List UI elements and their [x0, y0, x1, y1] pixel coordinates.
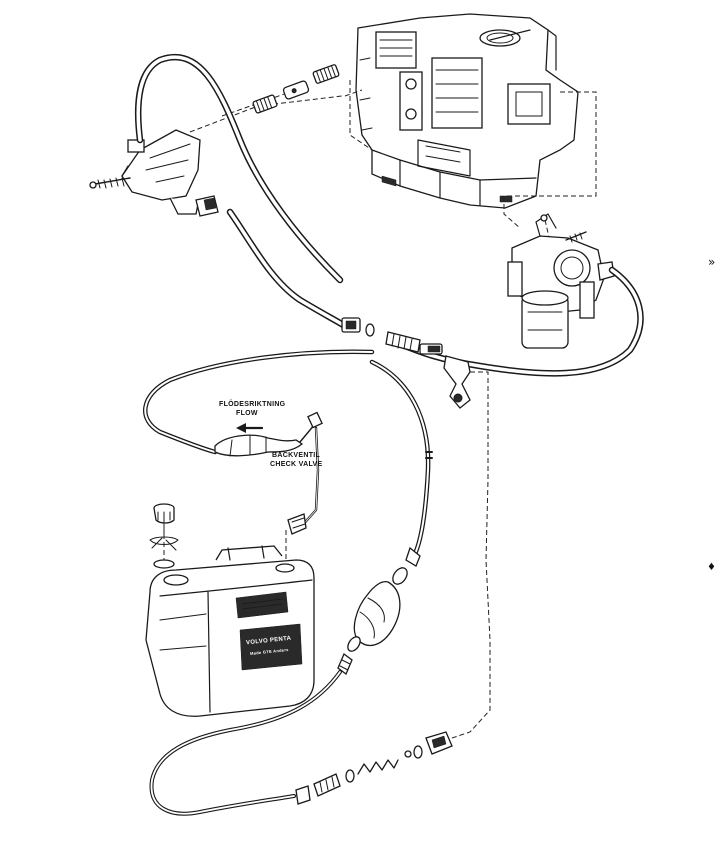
check-valve-label-swedish: BACKVENTIL [272, 452, 321, 459]
flow-direction-arrow [236, 423, 264, 433]
fitting-alignment-line [445, 371, 491, 741]
hose-pump-outlet [226, 208, 349, 330]
margin-mark-bottom: ♦ [707, 562, 716, 573]
hose-pump-inlet-loop [134, 53, 344, 284]
fuel-tank [145, 545, 315, 717]
fuel-pump [89, 129, 219, 217]
check-valve-label-english: CHECK VALVE [270, 461, 323, 468]
check-valve-assembly [214, 411, 323, 573]
primer-bulb [337, 546, 421, 676]
flow-direction-label-english: FLOW [236, 410, 258, 417]
flow-direction-label-swedish: FLÖDESRIKTNING [219, 401, 286, 408]
carburetor [507, 213, 615, 349]
hose-connector-fitting [341, 317, 471, 409]
tank-filler-cap [149, 503, 179, 569]
pump-fitting-parts [252, 64, 340, 114]
fuel-supply-line [143, 349, 433, 559]
engine-block [355, 13, 579, 209]
tank-connector-parts [295, 731, 453, 805]
hose-carburetor-feed [396, 266, 644, 377]
margin-mark-top: » [708, 255, 716, 269]
hose-tank-to-bulb [149, 670, 342, 816]
